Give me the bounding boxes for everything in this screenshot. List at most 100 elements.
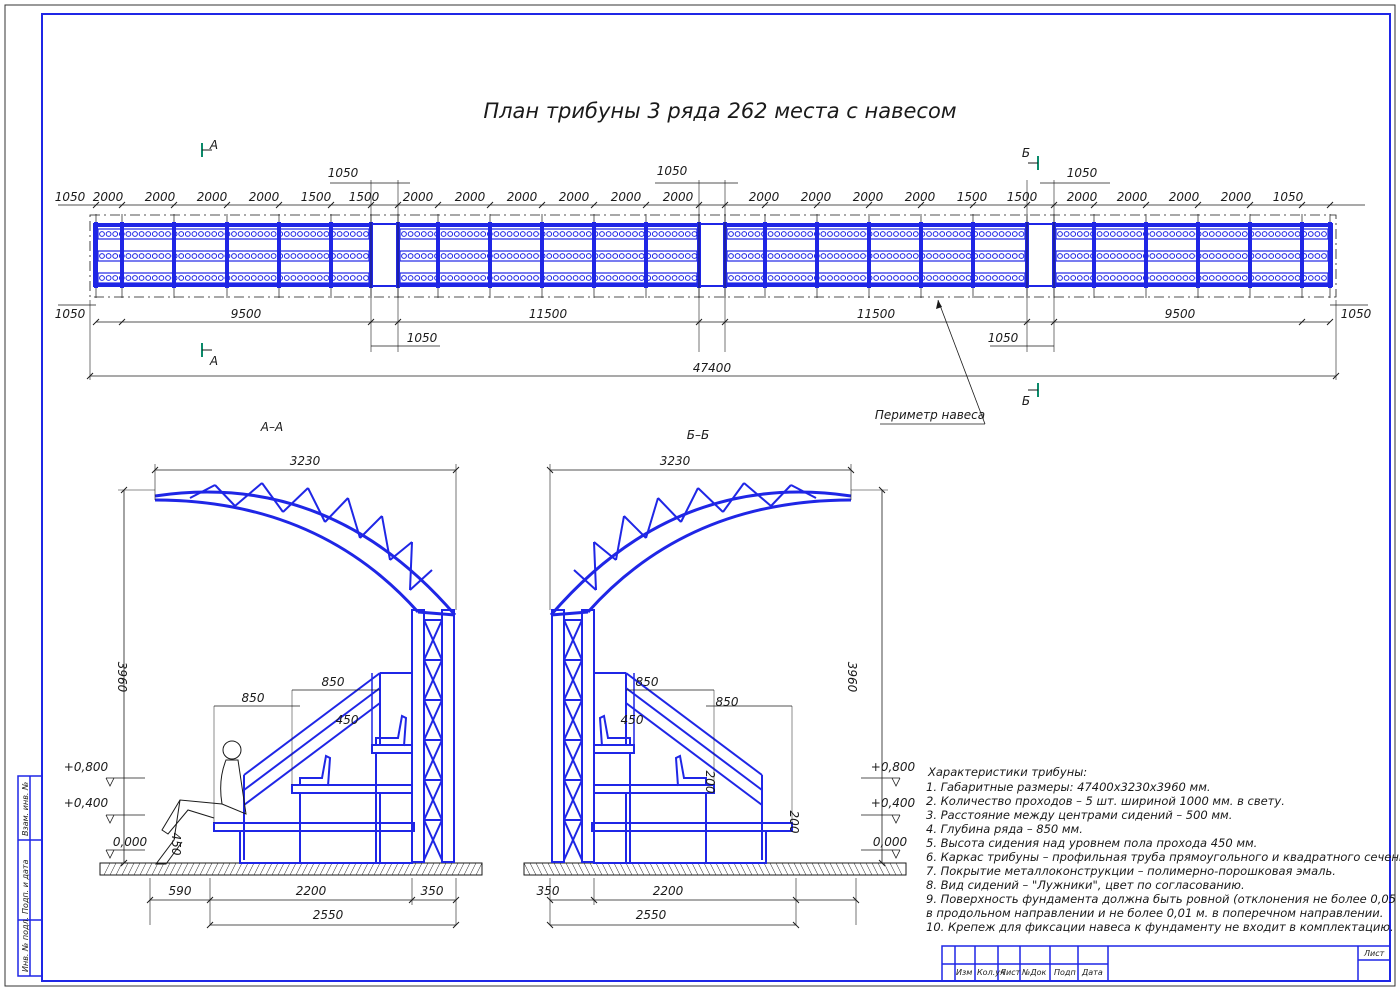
dim-tick [275,201,283,209]
dim-tick [878,859,886,867]
ground-hatch [445,862,453,876]
seat [1228,253,1235,259]
seat [99,231,105,237]
ground-hatch [817,862,825,876]
ground-hatch [217,862,225,876]
seat [605,275,612,281]
ground-hatch [595,862,603,876]
seat [899,253,906,259]
seat [820,253,827,259]
canopy-lattice [623,515,647,539]
dim-tick [852,896,860,904]
ground-hatch [895,862,903,876]
seat [204,253,211,259]
seat [959,253,965,259]
stamp-cells: Изм Кол.уч Лист №Док Подп Дата Лист [956,949,1385,977]
seat [105,253,112,259]
seat [1261,275,1268,281]
seat [158,231,165,237]
seat [952,253,959,259]
seat [926,231,932,237]
plan-top-dim: 2000 [611,190,642,204]
dim-tick [170,201,178,209]
seat [978,231,985,237]
seat [1005,231,1012,237]
seat [691,253,698,259]
riser-1 [299,792,381,864]
note-item: 4. Глубина ряда – 850 мм. [926,822,1083,836]
seat [767,275,774,281]
seat [414,275,421,281]
seat [231,275,237,281]
ground-hatch [757,862,765,876]
seat [453,231,460,237]
seat [833,275,840,281]
seat [1083,275,1090,281]
seat [651,275,658,281]
passage-dim: 1050 [1067,166,1098,180]
seat [684,275,691,281]
seat [1202,253,1209,259]
seat [349,253,356,259]
ground-hatch [193,862,201,876]
seat [912,231,919,237]
ground-hatch [781,862,789,876]
seat [1076,231,1083,237]
ground-hatch [553,862,561,876]
ground-hatch [289,862,297,876]
seat [1255,275,1261,281]
leader [937,299,986,425]
dim-tick [546,921,554,929]
seat [112,231,119,237]
seat [873,275,880,281]
seat [612,231,619,237]
ground-hatch [313,862,321,876]
step-dim: 850 [242,691,265,705]
seat [145,275,152,281]
seat [1096,231,1103,237]
seat [401,231,407,237]
seat [1314,231,1321,237]
ground-hatch [727,862,735,876]
ground-hatch [421,862,429,876]
seat [671,253,678,259]
dim-tick [695,318,703,326]
seat [420,275,427,281]
seat [734,275,741,281]
seat [879,231,886,237]
dim-tick [721,318,729,326]
ground-hatch [673,862,681,876]
section-geometry [523,464,907,929]
post [763,222,767,288]
post [1248,222,1252,288]
seat [519,275,526,281]
seat [572,231,579,237]
riser-2 [375,752,413,864]
seat [632,275,638,281]
ground-hatch [235,862,243,876]
seat [1314,253,1321,259]
note-item: в продольном направлении и не более 0,01… [926,906,1383,920]
seat [846,253,853,259]
seat [526,231,533,237]
ground-hatch [271,862,279,876]
dim-tick [327,201,335,209]
seat [264,231,270,237]
seat [840,253,847,259]
level-label: +0,800 [871,760,916,774]
seat [1169,231,1176,237]
seat [833,231,840,237]
seat [879,253,886,259]
seat [427,231,434,237]
seat [840,231,847,237]
ground-hatch [679,862,687,876]
seat [1076,253,1083,259]
cut-label: Б [1022,146,1030,160]
seat [151,253,158,259]
seat [1235,231,1242,237]
ground-hatch [709,862,717,876]
canopy-lattice [593,541,597,591]
ground-hatch [265,862,273,876]
post [1328,222,1332,288]
